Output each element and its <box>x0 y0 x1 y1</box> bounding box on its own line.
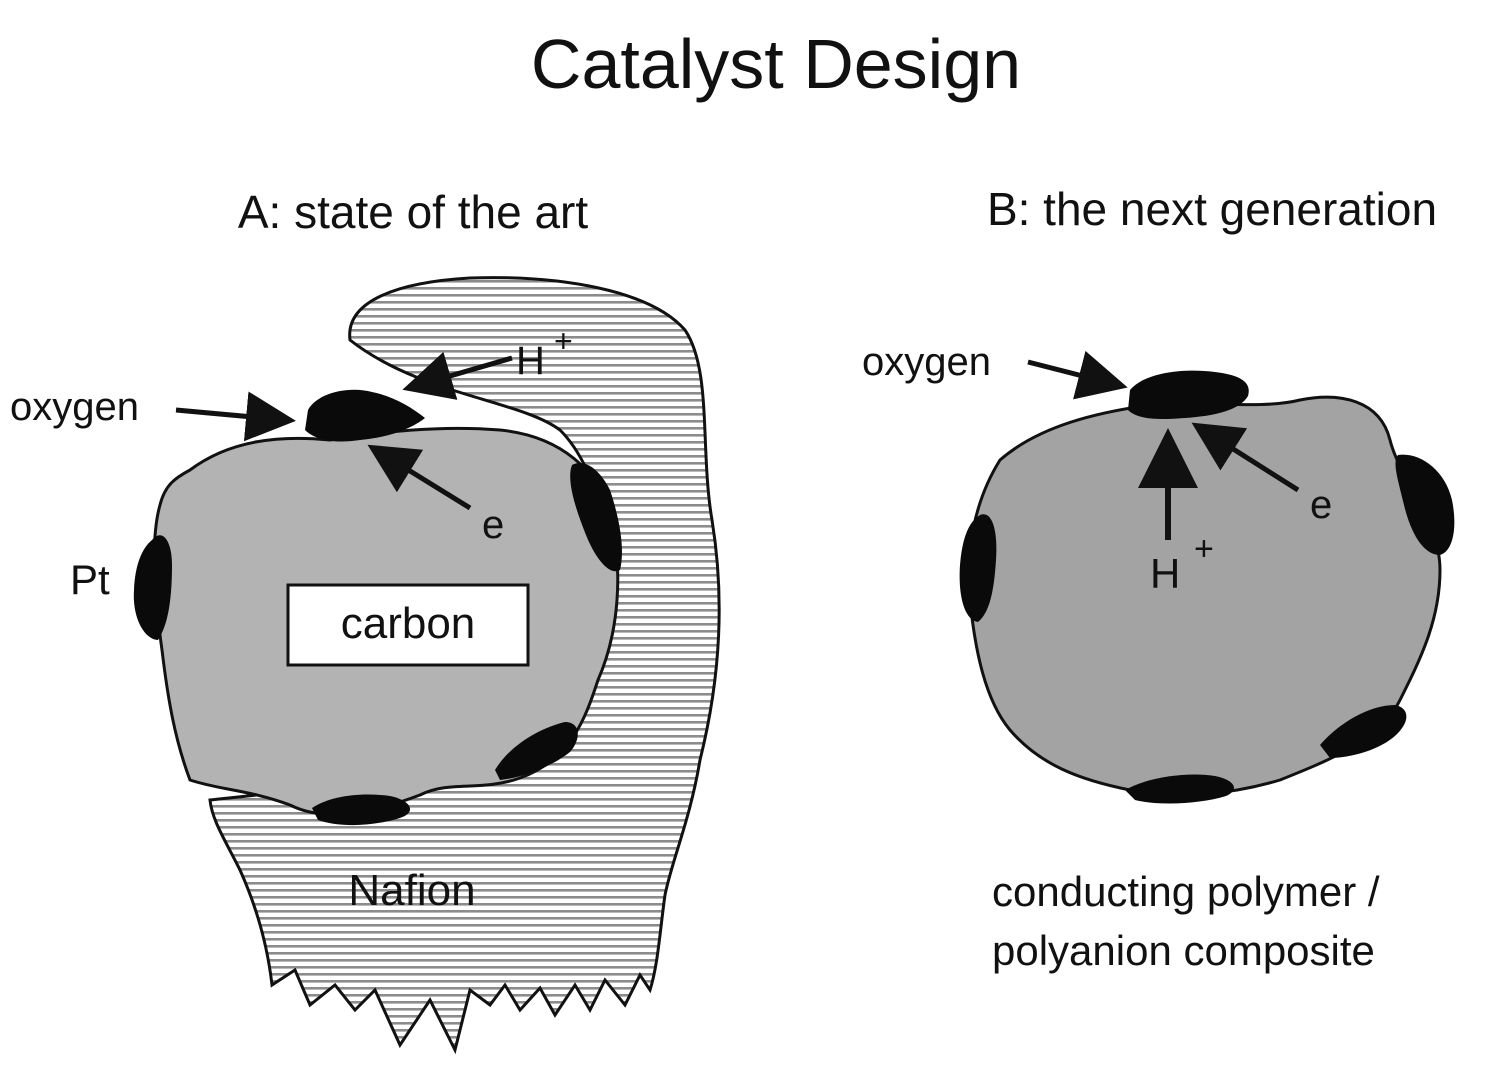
oxygen-arrow-a <box>175 391 296 442</box>
pt-particle-top <box>305 389 425 442</box>
electron-label-b: e <box>1310 483 1332 527</box>
oxygen-label-a: oxygen <box>10 385 139 429</box>
proton-arrow-a <box>402 351 513 400</box>
carbon-label: carbon <box>341 599 476 648</box>
proton-charge-b: + <box>1194 530 1214 568</box>
diagram-title: Catalyst Design <box>531 25 1021 103</box>
material-label-line2: polyanion composite <box>992 927 1375 974</box>
electron-label-a: e <box>482 503 504 547</box>
pt-particle-bottom <box>312 794 411 826</box>
material-label-line1: conducting polymer / <box>992 868 1380 915</box>
proton-label-a: H <box>516 339 545 383</box>
panel-a-heading: A: state of the art <box>238 186 589 238</box>
catalyst-particle-left <box>959 514 997 622</box>
panel-a: A: state of the art carbon oxygen H + e … <box>10 186 721 1055</box>
electron-arrow-b <box>1191 422 1300 493</box>
oxygen-label-b: oxygen <box>862 340 991 384</box>
panel-b: B: the next generation oxygen H + e cond… <box>862 183 1455 974</box>
platinum-label: Pt <box>70 556 110 603</box>
pt-particle-right <box>570 462 622 572</box>
catalyst-particle-top <box>1128 370 1249 420</box>
proton-label-b: H <box>1150 550 1180 597</box>
pt-particle-left <box>133 535 172 640</box>
nafion-label: Nafion <box>348 866 475 915</box>
panel-b-heading: B: the next generation <box>987 183 1437 235</box>
carbon-label-box <box>286 583 530 667</box>
electron-arrow-a <box>367 444 472 511</box>
catalyst-particle-bottom <box>1125 774 1234 804</box>
pt-particle-lower-right <box>495 722 578 780</box>
catalyst-particle-lower-right <box>1320 705 1407 758</box>
oxygen-arrow-b <box>1027 350 1128 400</box>
composite-particle <box>967 395 1442 797</box>
proton-charge-a: + <box>554 323 573 359</box>
catalyst-particle-right <box>1395 454 1455 555</box>
